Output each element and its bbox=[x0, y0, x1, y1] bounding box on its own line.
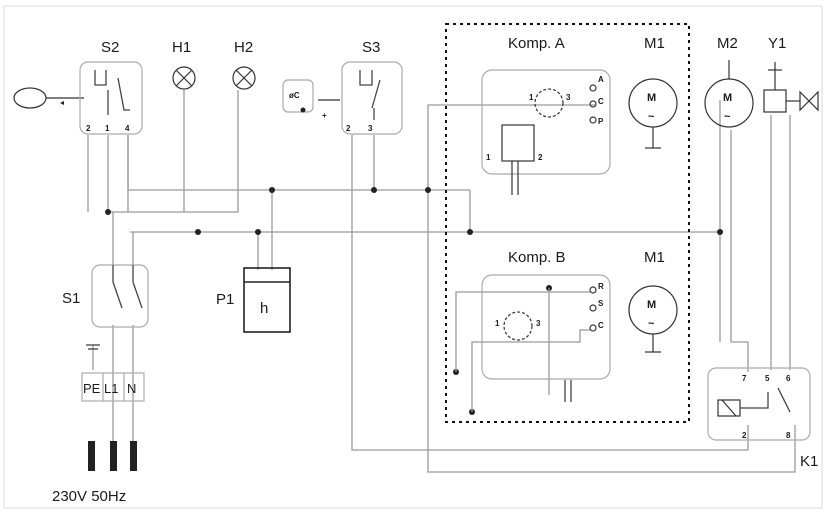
supply-pe: PE bbox=[83, 381, 101, 396]
label-s3: S3 bbox=[362, 39, 380, 56]
svg-text:1: 1 bbox=[529, 93, 534, 102]
compressor-b: 1 3 R S C bbox=[455, 274, 611, 412]
lamp-h2-icon bbox=[232, 66, 256, 90]
svg-text:7: 7 bbox=[742, 374, 747, 383]
label-s2: S2 bbox=[101, 39, 119, 56]
outer-frame bbox=[3, 5, 823, 509]
switch-s3: 2 3 bbox=[341, 61, 403, 135]
svg-text:3: 3 bbox=[536, 319, 541, 328]
label-m2: M2 bbox=[717, 35, 738, 52]
svg-text:1: 1 bbox=[495, 319, 500, 328]
s2-term-4: 4 bbox=[125, 124, 130, 133]
label-komp-b: Komp. B bbox=[508, 249, 566, 266]
switch-s2: 2 1 4 bbox=[79, 61, 143, 135]
label-h1: H1 bbox=[172, 39, 191, 56]
lamp-h1-icon bbox=[172, 66, 196, 90]
motor-m1-a-icon: M ~ bbox=[628, 78, 678, 149]
motor-m1-b-icon: M ~ bbox=[628, 285, 678, 353]
svg-text:8: 8 bbox=[786, 431, 791, 440]
svg-text:S: S bbox=[598, 299, 604, 308]
svg-text:~: ~ bbox=[648, 318, 655, 330]
valve-y1-icon bbox=[763, 62, 819, 113]
supply-n: N bbox=[127, 381, 136, 396]
svg-text:M: M bbox=[647, 92, 656, 104]
svg-text:5: 5 bbox=[765, 374, 770, 383]
s2-term-1: 1 bbox=[105, 124, 110, 133]
svg-text:2: 2 bbox=[538, 153, 543, 162]
label-h2: H2 bbox=[234, 39, 253, 56]
svg-text:+: + bbox=[322, 111, 327, 120]
svg-text:C: C bbox=[598, 97, 604, 106]
label-k1: K1 bbox=[800, 453, 818, 470]
supply-terminals: PE L1 N bbox=[81, 344, 145, 402]
label-s1: S1 bbox=[62, 290, 80, 307]
label-y1: Y1 bbox=[768, 35, 786, 52]
compressor-a: 1 3 1 2 A C P bbox=[481, 69, 611, 195]
svg-text:2: 2 bbox=[742, 431, 747, 440]
label-p1: P1 bbox=[216, 291, 234, 308]
svg-text:~: ~ bbox=[724, 111, 731, 123]
svg-text:C: C bbox=[598, 321, 604, 330]
switch-s1 bbox=[91, 264, 149, 328]
supply-rating: 230V 50Hz bbox=[52, 488, 126, 505]
label-m1-b: M1 bbox=[644, 249, 665, 266]
svg-text:1: 1 bbox=[486, 153, 491, 162]
supply-l1: L1 bbox=[104, 381, 118, 396]
motor-m2-icon: M ~ bbox=[704, 60, 754, 128]
s2-term-2: 2 bbox=[86, 124, 91, 133]
svg-text:~: ~ bbox=[648, 111, 655, 123]
relay-k1: 7 5 6 2 8 bbox=[707, 367, 811, 441]
supply-bars bbox=[88, 441, 137, 471]
svg-text:6: 6 bbox=[786, 374, 791, 383]
svg-text:R: R bbox=[598, 282, 604, 291]
svg-text:P: P bbox=[598, 117, 604, 126]
thermostat-sensor: øC + bbox=[282, 79, 340, 120]
p1-inner-label: h bbox=[260, 300, 268, 317]
label-m1-a: M1 bbox=[644, 35, 665, 52]
svg-text:M: M bbox=[723, 92, 732, 104]
svg-text:3: 3 bbox=[566, 93, 571, 102]
hour-meter-p1: h bbox=[243, 267, 291, 333]
label-komp-a: Komp. A bbox=[508, 35, 565, 52]
compressor-zone-dashed bbox=[445, 23, 690, 423]
s3-term-2: 2 bbox=[346, 124, 351, 133]
thermostat-label: øC bbox=[289, 91, 300, 100]
svg-text:M: M bbox=[647, 299, 656, 311]
s3-term-3: 3 bbox=[368, 124, 373, 133]
wires bbox=[87, 90, 796, 473]
svg-text:A: A bbox=[598, 75, 604, 84]
sensor-bulb bbox=[13, 87, 84, 109]
